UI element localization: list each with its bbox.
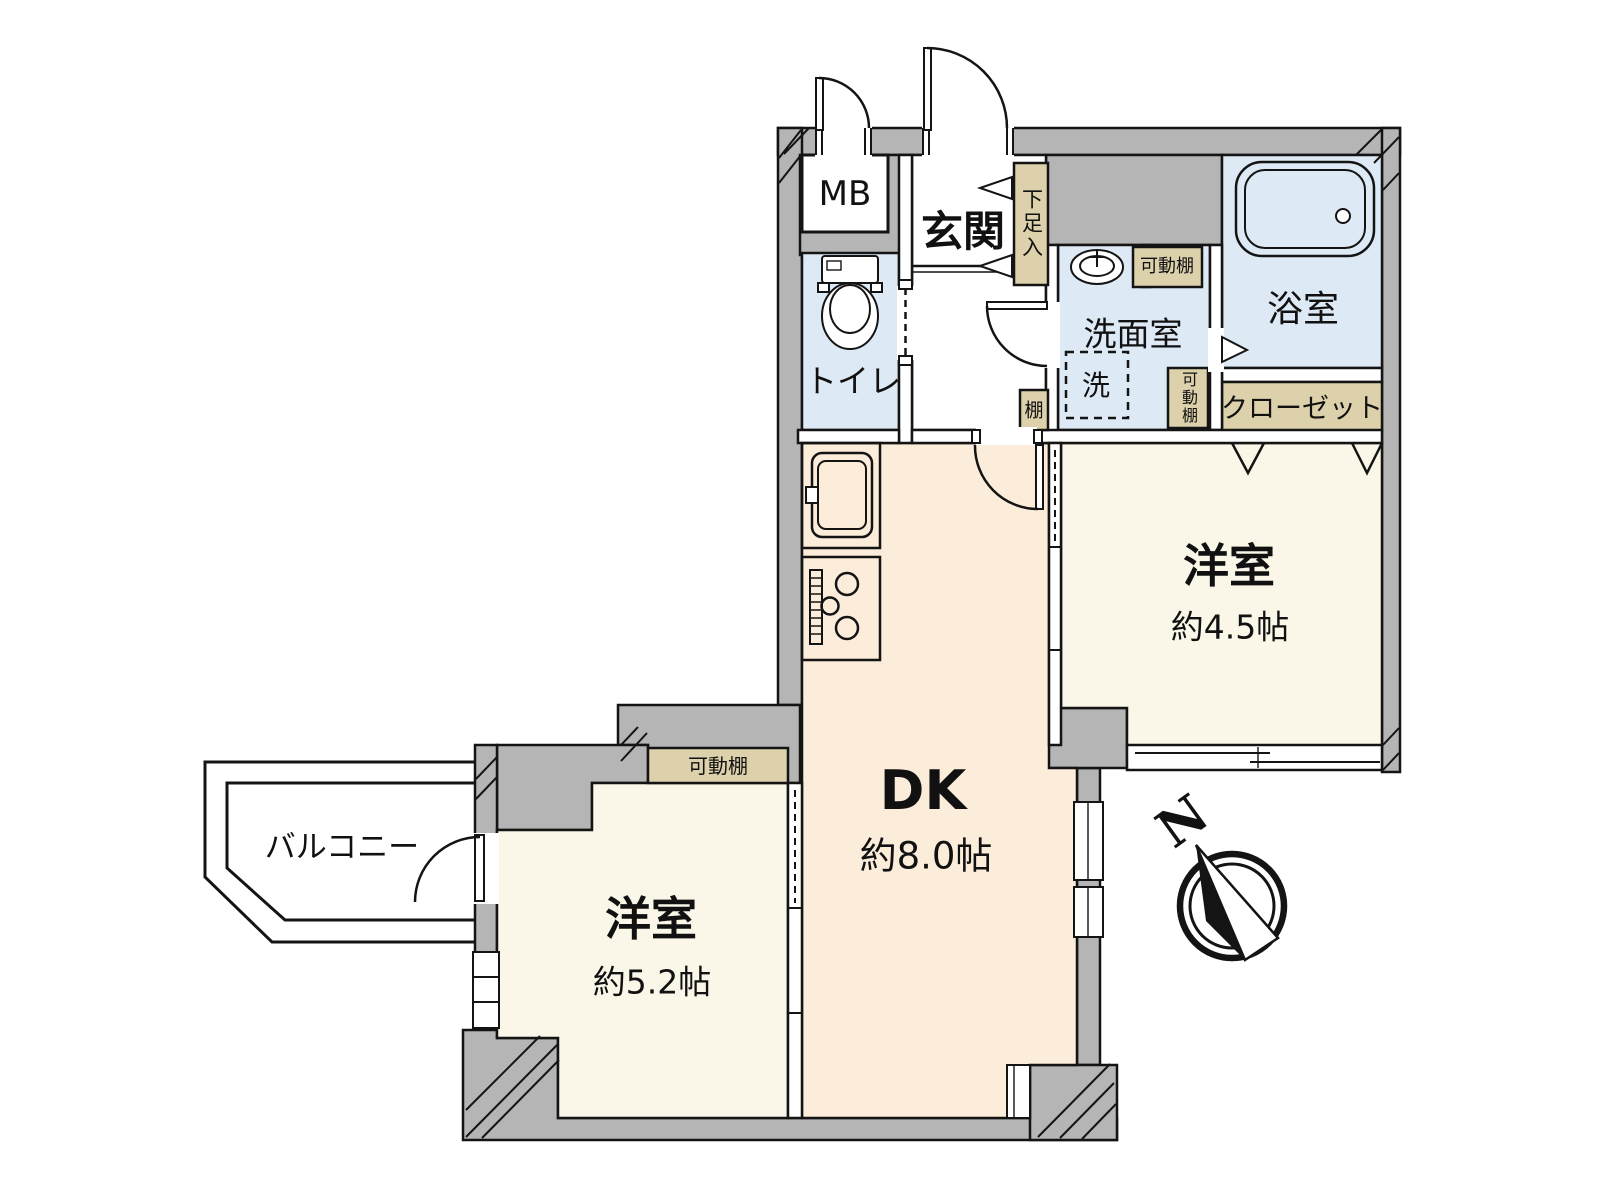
washroom-door <box>985 301 1060 368</box>
stove-icon <box>809 569 860 645</box>
compass-icon <box>1176 844 1288 962</box>
sink-icon <box>1070 249 1124 285</box>
meter-box-label: MB <box>818 174 872 214</box>
room-closet <box>1220 380 1384 434</box>
kitchen-counter <box>800 441 882 662</box>
toilet-door <box>897 279 914 366</box>
western-room-west-size: 約5.2帖 <box>592 962 712 1002</box>
closet-door-mark-left <box>1230 442 1266 476</box>
shelf-boxes <box>646 161 1210 785</box>
window-room-west <box>472 951 500 1029</box>
wall-hatches <box>465 127 1400 1140</box>
bathtub-icon <box>1234 160 1376 258</box>
west-room-shelf-box <box>646 746 790 785</box>
shoe-cabinet-arrow-bottom <box>976 253 1013 279</box>
washing-machine-box <box>1064 350 1130 420</box>
room-bathroom <box>1220 153 1384 370</box>
wall-toilet-dk <box>796 428 901 445</box>
sliding-door-dk-west <box>786 781 804 1120</box>
wall-bath-bottom <box>1220 366 1384 384</box>
dk-door <box>971 427 1044 511</box>
wall-washroom-room-east <box>1036 428 1384 445</box>
washroom-shelf-top-label: 可動棚 <box>1140 256 1194 277</box>
closet-door-mark-right <box>1350 442 1384 476</box>
wall-left <box>776 126 804 707</box>
wall-entry-zone <box>1044 153 1224 247</box>
wall-right <box>1380 126 1402 774</box>
doors <box>413 46 1384 904</box>
closet-label: クローゼット <box>1221 393 1383 425</box>
shoe-cabinet-box <box>1012 161 1050 287</box>
western-room-east-size: 約4.5帖 <box>1170 607 1290 647</box>
dk-size: 約8.0帖 <box>859 834 993 878</box>
bathroom-door <box>1208 328 1250 372</box>
west-room-shelf-label: 可動棚 <box>688 754 748 778</box>
washroom-label: 洗面室 <box>1083 314 1183 354</box>
wall-hall-dk <box>910 428 977 445</box>
western-room-west-label: 洋室 <box>605 892 697 946</box>
kitchen-sink-icon <box>805 451 874 539</box>
washroom-shelf-right-box <box>1166 366 1210 430</box>
balcony-door <box>413 833 499 904</box>
toilet-label: トイレ <box>804 362 902 400</box>
balcony-label: バルコニー <box>264 829 420 866</box>
wall-top <box>776 126 1402 157</box>
shoe-cabinet-label: 下足入 <box>1019 188 1044 260</box>
wall-corner-br <box>1028 1063 1119 1142</box>
windows <box>472 743 1384 1029</box>
hall-shelf-label: 棚 <box>1024 399 1044 422</box>
entrance-door <box>923 46 1009 131</box>
window-dk-right <box>1073 801 1104 938</box>
toilet-icon <box>817 255 883 350</box>
dk-label: DK <box>879 759 967 822</box>
sliding-door-dk-east <box>1047 441 1063 747</box>
washroom-shelf-right-label: 可動棚 <box>1179 371 1198 425</box>
entrance-label: 玄関 <box>920 207 1006 256</box>
washroom-shelf-top-box <box>1131 245 1204 289</box>
washing-machine-label: 洗 <box>1081 369 1111 402</box>
western-room-east-label: 洋室 <box>1183 539 1275 593</box>
dk-corner-duct <box>1006 1064 1031 1119</box>
shoe-cabinet-arrow-top <box>976 175 1013 201</box>
window-room-east <box>1125 743 1384 772</box>
mb-door <box>815 76 871 131</box>
bathroom-label: 浴室 <box>1266 289 1340 330</box>
room-western-east <box>1059 441 1384 749</box>
room-meter-box <box>800 153 890 234</box>
